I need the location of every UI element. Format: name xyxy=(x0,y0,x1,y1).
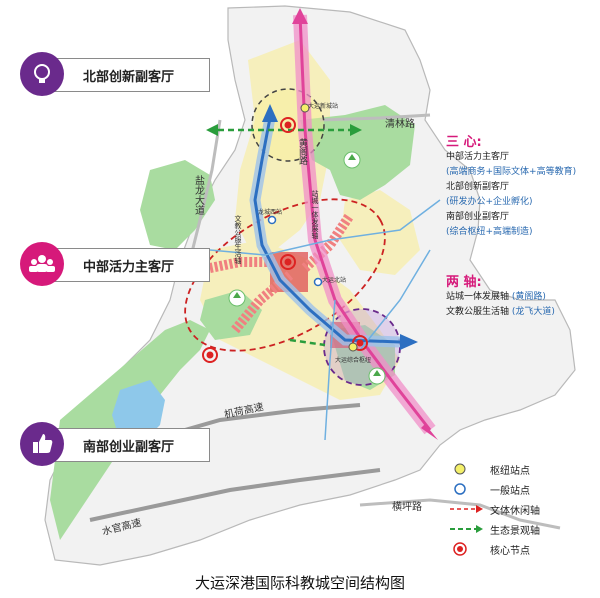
legend-hub-station-label: 枢纽站点 xyxy=(490,466,530,477)
culture-axis-ellipse xyxy=(184,198,386,352)
north-callout: 北部创新副客厅 xyxy=(40,58,210,92)
axis-arrow-south xyxy=(421,424,438,440)
road-yanlong xyxy=(188,119,222,261)
hub-station xyxy=(300,103,310,113)
label-huangge-road: 黄阁路 xyxy=(297,137,308,166)
hub-station xyxy=(348,342,358,352)
core-node xyxy=(202,347,218,363)
map-caption: 大运深港国际科教城空间结构图 xyxy=(194,574,405,592)
legend-station-label: 一般站点 xyxy=(490,486,530,497)
legend-eco-axis-label: 生态景观轴 xyxy=(490,526,540,537)
legend-two-axes-title: 两 轴: xyxy=(446,275,482,290)
blue-axis-arrow xyxy=(400,334,418,350)
hub-station-icon xyxy=(454,463,466,475)
core-node xyxy=(280,117,296,133)
general-station xyxy=(267,215,277,225)
legend-center-detail: (研发办公+企业孵化) xyxy=(446,197,533,207)
core-node-icon xyxy=(453,542,467,556)
legend-three-centers-title: 三 心: xyxy=(446,135,482,150)
legend-center-name: 中部活力主客厅 xyxy=(446,152,510,162)
legend-center-name: 北部创新副客厅 xyxy=(446,182,510,192)
label-dayun-hub: 大运综合枢纽 xyxy=(335,356,371,364)
label-qinglin-road: 清林路 xyxy=(385,117,415,130)
legend-axis-name: 站城一体发展轴 xyxy=(446,292,510,302)
legend-axis-name: 文教公服生活轴 xyxy=(446,307,510,317)
legend-center-detail: (综合枢纽+高端制造) xyxy=(446,227,533,237)
axis-arrow-north xyxy=(292,8,308,24)
thumbs-up-icon xyxy=(20,422,64,466)
eco-green-area xyxy=(200,290,262,340)
central-callout: 中部活力主客厅 xyxy=(40,248,210,282)
label-dayun-north-station: 大运北站 xyxy=(322,276,346,284)
eco-green-area xyxy=(140,160,215,250)
road-qinglin xyxy=(319,113,431,122)
label-longcheng-west-station: 龙城西站 xyxy=(258,208,282,216)
blue-axis-arrow xyxy=(262,104,278,122)
general-axis-line xyxy=(324,299,336,441)
tree-icon xyxy=(228,289,246,307)
north-callout-label: 北部创新副客厅 xyxy=(83,69,175,85)
people-group-icon xyxy=(20,242,64,286)
legend-axis-item: 文教公服生活轴 (龙飞大道) xyxy=(446,305,555,320)
south-callout-label: 南部创业副客厅 xyxy=(83,439,175,455)
legend-axis-detail: (龙飞大道) xyxy=(511,307,555,317)
legend-two-axes: 两 轴: 站城一体发展轴 (黄阁路) 文教公服生活轴 (龙飞大道) xyxy=(446,275,555,320)
culture-leisure-arrow xyxy=(199,257,275,275)
legend-core-node-label: 核心节点 xyxy=(490,546,530,557)
core-node xyxy=(280,254,296,270)
eco-axis-arrow xyxy=(289,338,326,347)
station-icon xyxy=(454,483,466,495)
legend-axis-detail: (黄阁路) xyxy=(511,292,546,302)
general-axis-line xyxy=(209,199,441,256)
culture-education-axis-core xyxy=(253,117,401,344)
legend-culture-axis-label: 文体休闲轴 xyxy=(490,506,540,517)
label-wenjiao-axis: 文教公服生活轴 xyxy=(234,214,242,265)
road-hengping xyxy=(359,498,561,530)
label-dayun-new-city-station: 大运新城站 xyxy=(308,102,338,110)
general-station xyxy=(313,277,323,287)
legend-three-centers: 三 心: 中部活力主客厅 (高端商务+国际文体+高等教育) 北部创新副客厅 (研… xyxy=(446,135,576,240)
legend-center-detail: (高端商务+国际文体+高等教育) xyxy=(446,167,577,177)
label-hengping-road: 横坪路 xyxy=(392,500,422,513)
legend-center-name: 南部创业副客厅 xyxy=(446,212,510,222)
label-zhancheng-axis: 站城一体发展轴 xyxy=(311,189,319,240)
central-callout-label: 中部活力主客厅 xyxy=(83,259,175,275)
south-callout: 南部创业副客厅 xyxy=(40,428,210,462)
legend-axis-item: 站城一体发展轴 (黄阁路) xyxy=(446,290,555,305)
label-yanlong-avenue: 盐龙大道 xyxy=(193,174,205,215)
tree-icon xyxy=(343,151,361,169)
road-shuiguan xyxy=(89,468,381,522)
culture-leisure-arrow xyxy=(301,212,355,272)
tree-icon xyxy=(368,367,386,385)
lightbulb-icon xyxy=(20,52,64,96)
general-axis-line xyxy=(359,249,431,351)
